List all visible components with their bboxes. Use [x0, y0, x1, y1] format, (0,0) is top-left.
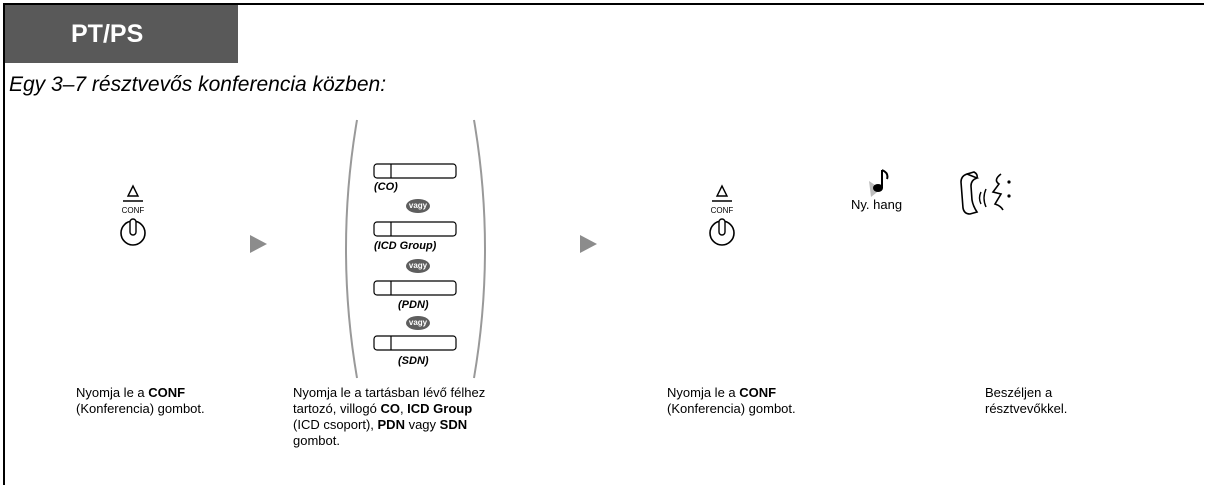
- tone-label: Ny. hang: [851, 197, 903, 212]
- sdn-button-label: (SDN): [398, 355, 429, 367]
- step-1-description: Nyomja le a CONF (Konferencia) gombot.: [76, 385, 205, 417]
- conf-button-icon[interactable]: CONF: [118, 183, 148, 253]
- step-4-text: Beszéljen a: [985, 385, 1053, 400]
- page-frame: [3, 3, 1204, 485]
- or-badge: vagy: [406, 259, 430, 273]
- step-1-text: (Konferencia) gombot.: [76, 401, 205, 416]
- step-2-text: tartozó, villogó: [293, 401, 381, 416]
- subtitle: Egy 3–7 résztvevős konferencia közben:: [9, 73, 387, 96]
- step-3-description: Nyomja le a CONF (Konferencia) gombot.: [667, 385, 796, 417]
- co-button-icon[interactable]: [373, 163, 457, 179]
- step-2-line: (ICD csoport), PDN vagy SDN: [293, 417, 485, 433]
- sdn-button-icon[interactable]: [373, 335, 457, 351]
- step-2-text: (ICD csoport),: [293, 417, 378, 432]
- tone-icon: [867, 167, 891, 199]
- step-2-bold: ICD Group: [407, 401, 473, 416]
- section-tab: PT/PS: [5, 5, 238, 63]
- step-1-text: Nyomja le a: [76, 385, 149, 400]
- step-2-text: ,: [399, 401, 408, 416]
- conf-label: CONF: [711, 206, 734, 215]
- step-2-text: vagy: [404, 417, 440, 432]
- arrow-icon: [250, 235, 267, 253]
- step-2-line: tartozó, villogó CO, ICD Group: [293, 401, 485, 417]
- step-4-text: résztvevőkkel.: [985, 401, 1068, 416]
- step-1-bold: CONF: [148, 385, 186, 400]
- icd-group-button-label: (ICD Group): [374, 240, 437, 252]
- step-4-description: Beszéljen a résztvevőkkel.: [985, 385, 1067, 417]
- handset-talk-icon: [957, 170, 1017, 218]
- step-3-line: Nyomja le a CONF: [667, 385, 796, 401]
- step-2-bold: CO: [380, 401, 400, 416]
- step-2-bold: SDN: [439, 417, 468, 432]
- conf-label: CONF: [122, 206, 145, 215]
- icd-group-button-icon[interactable]: [373, 221, 457, 237]
- step-1-line: Nyomja le a CONF: [76, 385, 205, 401]
- pdn-button-icon[interactable]: [373, 280, 457, 296]
- conf-button-icon[interactable]: CONF: [707, 183, 737, 253]
- right-paren-icon: [472, 118, 496, 380]
- step-2-bold: PDN: [377, 417, 405, 432]
- step-3-text: (Konferencia) gombot.: [667, 401, 796, 416]
- or-badge: vagy: [406, 316, 430, 330]
- co-button-label: (CO): [374, 181, 398, 193]
- step-3-bold: CONF: [739, 385, 777, 400]
- left-paren-icon: [335, 118, 359, 380]
- step-2-description: Nyomja le a tartásban lévő félhez tartoz…: [293, 385, 485, 449]
- step-2-text: Nyomja le a tartásban lévő félhez: [293, 385, 486, 400]
- step-3-text: Nyomja le a: [667, 385, 740, 400]
- arrow-icon: [580, 235, 597, 253]
- step-2-text: gombot.: [293, 433, 340, 448]
- pdn-button-label: (PDN): [398, 299, 429, 311]
- or-badge: vagy: [406, 199, 430, 213]
